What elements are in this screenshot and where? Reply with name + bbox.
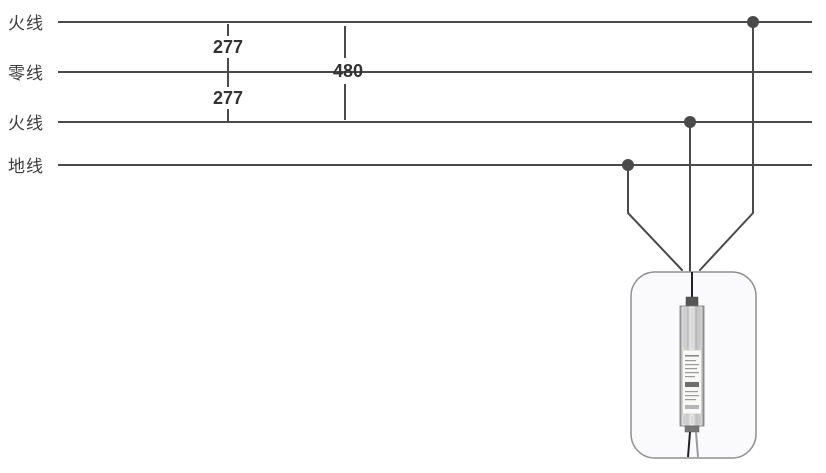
led-driver-device <box>630 271 757 459</box>
driver-spec-label <box>682 349 702 415</box>
dot-ground <box>622 159 634 171</box>
wire-label-neutral: 零线 <box>8 64 44 83</box>
dot-live-bottom <box>684 116 696 128</box>
measurement-live-top-to-neutral: 277 <box>209 36 247 58</box>
supply-lines <box>58 21 812 166</box>
wire-label-live-top: 火线 <box>8 14 44 33</box>
driver-output-wire-light <box>695 431 699 458</box>
driver-top-cap <box>685 296 699 308</box>
tap-wires <box>627 21 754 274</box>
dot-live-top <box>747 16 759 28</box>
driver-bottom-cap <box>684 425 700 433</box>
driver-output-wire-dark <box>687 431 691 458</box>
wire-label-ground: 地线 <box>8 157 44 176</box>
connection-dots <box>622 16 759 171</box>
tap-wire-ground <box>627 164 683 271</box>
driver-fins <box>683 308 701 424</box>
measurement-live-to-live: 480 <box>332 61 364 81</box>
wire-label-live-bottom: 火线 <box>8 114 44 133</box>
measurement-neutral-to-live-bottom: 277 <box>209 87 247 109</box>
tap-wire-live-top <box>699 21 754 271</box>
